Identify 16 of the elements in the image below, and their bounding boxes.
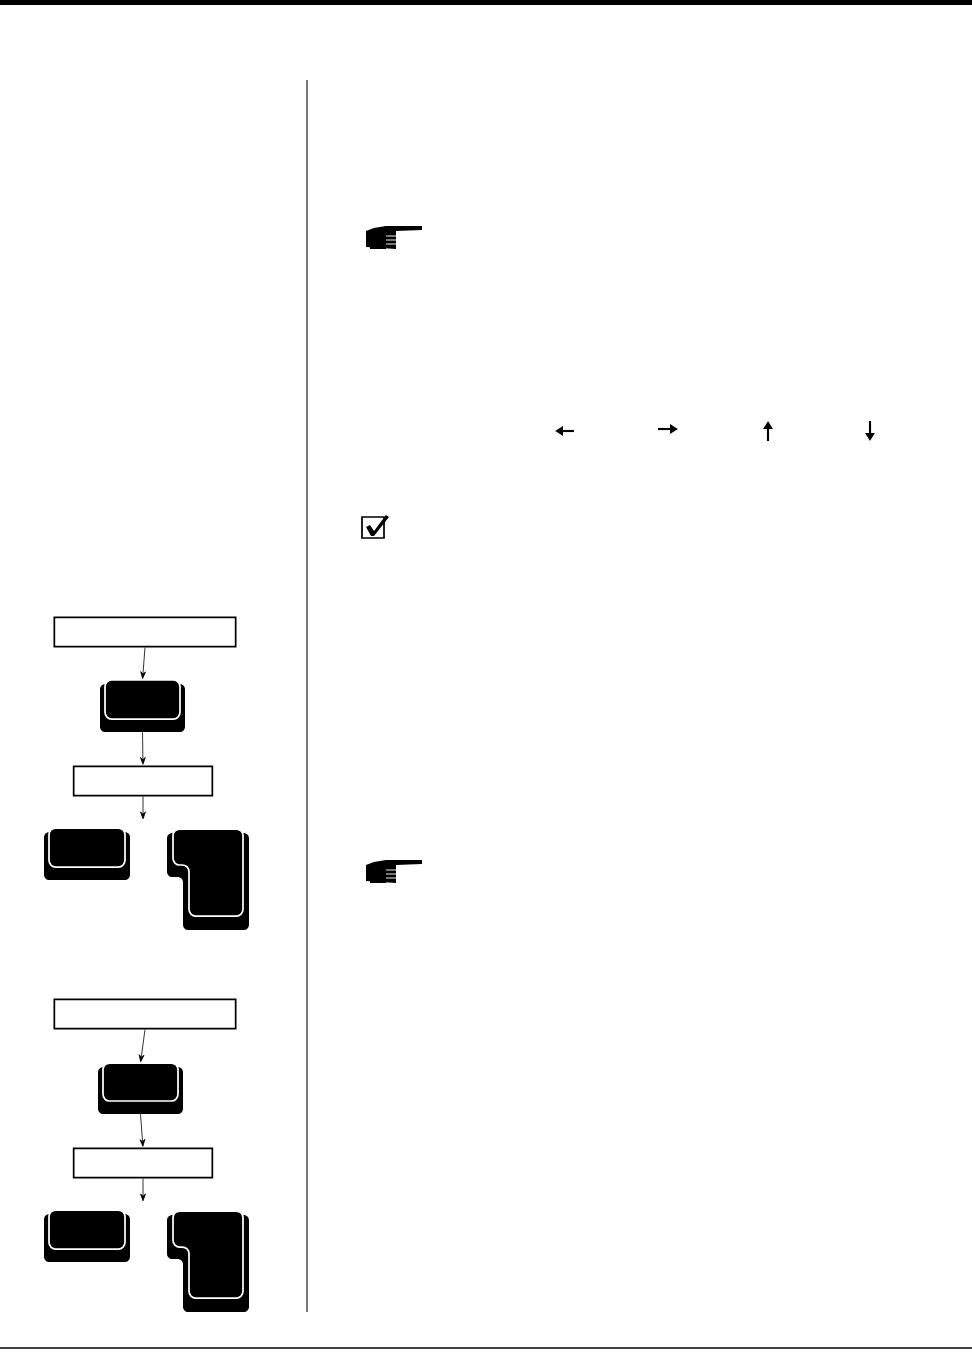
key-drawing [98,1062,183,1114]
arrow [140,796,146,820]
arrow [140,1178,146,1202]
key-drawing [167,828,249,930]
arrow [140,731,146,765]
key-drawing [100,679,185,732]
process-box [53,616,237,648]
process-box [53,998,237,1030]
arrow [139,1113,146,1147]
key-drawing [44,1209,130,1262]
key-drawing [167,1210,249,1312]
key-drawing [44,827,130,880]
process-box [72,1147,214,1179]
arrow [140,647,146,679]
process-box [72,765,214,797]
arrow [138,1029,146,1063]
